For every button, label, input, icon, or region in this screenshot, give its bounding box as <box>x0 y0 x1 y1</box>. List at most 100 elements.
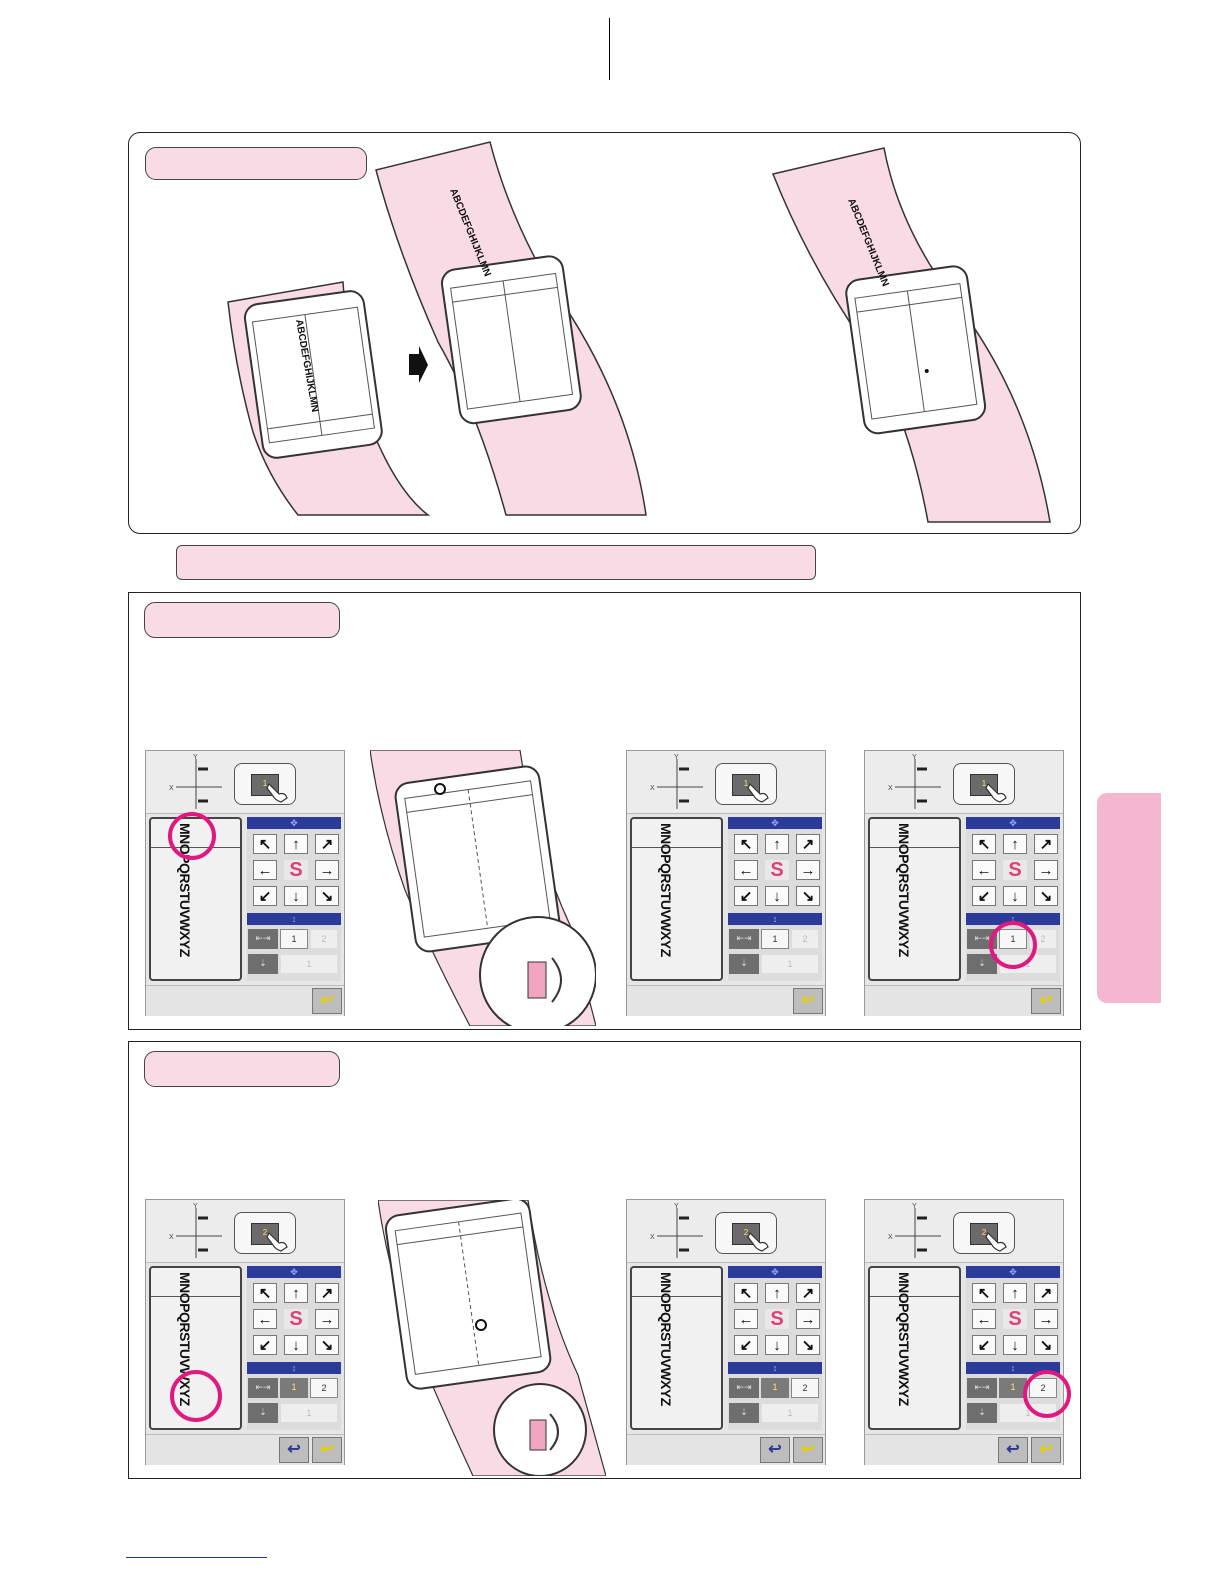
segment-2-button[interactable]: 2 <box>310 929 338 949</box>
jog-down-right-button[interactable]: ↘ <box>315 886 339 906</box>
lower-segment-button[interactable]: 1 <box>280 1403 338 1423</box>
jog-center-button[interactable]: S <box>765 860 789 880</box>
crosshair-icon: YX <box>888 1203 941 1258</box>
jog-up-right-button[interactable]: ↗ <box>796 834 820 854</box>
jog-up-left-button[interactable]: ↖ <box>972 834 996 854</box>
footer-link-underline[interactable] <box>126 1557 267 1558</box>
jog-left-button[interactable]: ← <box>253 860 277 880</box>
jog-down-right-button[interactable]: ↘ <box>796 1335 820 1355</box>
jog-left-button[interactable]: ← <box>734 860 758 880</box>
jog-down-button[interactable]: ↓ <box>284 886 308 906</box>
segment-1-button[interactable]: 1 <box>280 1378 308 1398</box>
return-button[interactable]: ↩ <box>1031 1437 1061 1463</box>
jog-right-button[interactable]: → <box>315 860 339 880</box>
jog-down-button[interactable]: ↓ <box>1003 886 1027 906</box>
jog-down-button[interactable]: ↓ <box>765 886 789 906</box>
section-side-tab[interactable] <box>1097 793 1161 1003</box>
jog-down-button[interactable]: ↓ <box>1003 1335 1027 1355</box>
preview-pattern-text: MNOPQRSTUVWXYZ <box>658 823 674 957</box>
segment-2-button[interactable]: 2 <box>791 1378 819 1398</box>
jog-center-button[interactable]: S <box>1003 860 1027 880</box>
segment-1-button[interactable]: 1 <box>761 929 789 949</box>
jog-left-button[interactable]: ← <box>734 1309 758 1329</box>
jog-down-left-button[interactable]: ↙ <box>972 1335 996 1355</box>
jog-up-right-button[interactable]: ↗ <box>796 1283 820 1303</box>
jog-up-left-button[interactable]: ↖ <box>734 834 758 854</box>
jog-up-right-button[interactable]: ↗ <box>1034 834 1058 854</box>
return-start-button[interactable]: ↩ <box>760 1437 790 1463</box>
jog-up-left-button[interactable]: ↖ <box>734 1283 758 1303</box>
segment-2-button[interactable]: 2 <box>310 1378 338 1398</box>
screen-bottom-bar: ↩↩ <box>627 1434 825 1465</box>
jog-up-button[interactable]: ↑ <box>1003 834 1027 854</box>
jog-up-right-button[interactable]: ↗ <box>315 834 339 854</box>
hand-pointer-icon <box>985 1231 1007 1252</box>
segment-1-button[interactable]: 1 <box>280 929 308 949</box>
jog-down-left-button[interactable]: ↙ <box>734 1335 758 1355</box>
jog-right-button[interactable]: → <box>315 1309 339 1329</box>
jog-left-button[interactable]: ← <box>253 1309 277 1329</box>
jog-left-button[interactable]: ← <box>972 860 996 880</box>
lower-segment-button[interactable]: 1 <box>280 954 338 974</box>
jog-down-right-button[interactable]: ↘ <box>1034 886 1058 906</box>
jog-up-left-button[interactable]: ↖ <box>972 1283 996 1303</box>
jog-right-button[interactable]: → <box>1034 860 1058 880</box>
jog-down-left-button[interactable]: ↙ <box>253 886 277 906</box>
lower-segment-button[interactable]: 1 <box>761 954 819 974</box>
jog-up-button[interactable]: ↑ <box>1003 1283 1027 1303</box>
segment-1-button[interactable]: 1 <box>761 1378 789 1398</box>
jog-up-button[interactable]: ↑ <box>284 834 308 854</box>
jog-down-right-button[interactable]: ↘ <box>1034 1335 1058 1355</box>
jog-center-button[interactable]: S <box>1003 1309 1027 1329</box>
return-button[interactable]: ↩ <box>1031 988 1061 1014</box>
jog-up-right-button[interactable]: ↗ <box>1034 1283 1058 1303</box>
return-start-button[interactable]: ↩ <box>279 1437 309 1463</box>
label-pill-top <box>145 147 367 180</box>
jog-down-right-button[interactable]: ↘ <box>796 886 820 906</box>
hand-press-bubble: 1 <box>234 763 296 805</box>
jog-center-button[interactable]: S <box>284 860 308 880</box>
arrow-right-icon <box>409 346 428 383</box>
jog-center-button[interactable]: S <box>765 1309 789 1329</box>
screen-bottom-bar: ↩ <box>865 985 1063 1016</box>
hooping-illustration: ABCDEFGHIJKLMN ABCDEFGHIJKLMN ABCDEFGHIJ… <box>227 141 1051 523</box>
return-button[interactable]: ↩ <box>793 1437 823 1463</box>
svg-text:Y: Y <box>193 1203 198 1210</box>
mode-icon-vertical: ⇣ <box>967 954 997 974</box>
jog-up-left-button[interactable]: ↖ <box>253 1283 277 1303</box>
screen-bottom-bar: ↩↩ <box>146 1434 344 1465</box>
jog-down-left-button[interactable]: ↙ <box>734 886 758 906</box>
svg-text:X: X <box>888 1234 893 1241</box>
jog-up-button[interactable]: ↑ <box>765 834 789 854</box>
jog-up-right-button[interactable]: ↗ <box>315 1283 339 1303</box>
jog-up-button[interactable]: ↑ <box>284 1283 308 1303</box>
jog-right-button[interactable]: → <box>796 1309 820 1329</box>
hand-press-bubble: 2 <box>715 1212 777 1254</box>
crosshair-icon: YX <box>169 754 222 809</box>
jog-down-left-button[interactable]: ↙ <box>253 1335 277 1355</box>
jog-left-button[interactable]: ← <box>972 1309 996 1329</box>
jog-down-button[interactable]: ↓ <box>284 1335 308 1355</box>
jog-down-button[interactable]: ↓ <box>765 1335 789 1355</box>
return-button[interactable]: ↩ <box>312 988 342 1014</box>
return-start-button[interactable]: ↩ <box>998 1437 1028 1463</box>
jog-down-right-button[interactable]: ↘ <box>315 1335 339 1355</box>
jog-up-left-button[interactable]: ↖ <box>253 834 277 854</box>
segment-1-button[interactable]: 1 <box>999 1378 1027 1398</box>
jog-center-button[interactable]: S <box>284 1309 308 1329</box>
return-button[interactable]: ↩ <box>312 1437 342 1463</box>
screen-bottom-bar: ↩↩ <box>865 1434 1063 1465</box>
jog-right-button[interactable]: → <box>1034 1309 1058 1329</box>
jog-right-button[interactable]: → <box>796 860 820 880</box>
mode-icon-vertical: ⇣ <box>729 1403 759 1423</box>
lower-segment-button[interactable]: 1 <box>761 1403 819 1423</box>
jog-down-left-button[interactable]: ↙ <box>972 886 996 906</box>
jog-up-button[interactable]: ↑ <box>765 1283 789 1303</box>
return-button[interactable]: ↩ <box>793 988 823 1014</box>
segment-2-button[interactable]: 2 <box>791 929 819 949</box>
